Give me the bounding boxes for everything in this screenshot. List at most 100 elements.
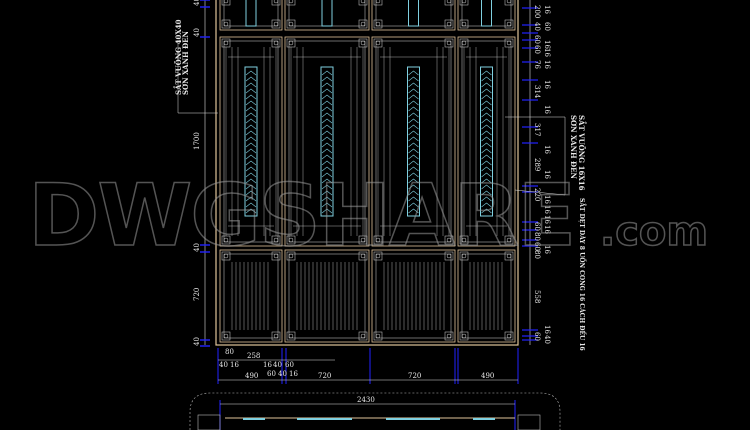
corner-rosette [373, 38, 383, 48]
leaf-motif [481, 184, 492, 190]
leaf-motif [408, 100, 419, 106]
leaf-motif [321, 190, 333, 196]
corner-rosette-circle [375, 333, 381, 339]
leaf-motif [408, 148, 419, 154]
leaf-motif [245, 202, 257, 208]
corner-rosette-circle [273, 0, 279, 4]
corner-rosette [286, 331, 296, 341]
leader-line-left [177, 40, 218, 114]
right-dim: 16 [543, 215, 551, 224]
leaf-motif [245, 124, 257, 130]
leaf-motif [245, 76, 257, 82]
leaf-motif [245, 172, 257, 178]
corner-rosette [271, 331, 281, 341]
corner-rosette-circle [223, 237, 229, 243]
leaf-motif [321, 208, 333, 214]
leaf-motif [245, 178, 257, 184]
panel-frame [219, 0, 283, 31]
corner-rosette [444, 251, 454, 261]
leaf-motif [321, 148, 333, 154]
note-left-material-2: SƠN XANH ĐEN [181, 30, 190, 95]
right-dim: 40 [543, 335, 551, 344]
corner-rosette-circle [288, 333, 294, 339]
right-dim: 60 [543, 22, 551, 31]
leaf-motif [245, 100, 257, 106]
right-dim: 60 [533, 45, 541, 54]
corner-rosette [221, 38, 231, 48]
leaf-motif [321, 106, 333, 112]
panel-frame [284, 249, 370, 343]
leaf-motif [245, 106, 257, 112]
leaf-motif [481, 124, 492, 130]
right-dim: 60 [533, 35, 541, 44]
corner-rosette [271, 0, 281, 6]
left-dim: 40 [193, 0, 201, 6]
panel-inner-frame [375, 253, 452, 339]
right-dim: 16 [543, 245, 551, 254]
leaf-motif [245, 142, 257, 148]
corner-rosette [373, 19, 383, 29]
right-dim: 16 [543, 105, 551, 114]
door-panels [219, 0, 516, 343]
leaf-motif [408, 208, 419, 214]
right-dim: 16 [543, 40, 551, 49]
bottom-dim: 40 [273, 361, 282, 369]
leaf-motif [481, 202, 492, 208]
panel-frame [284, 0, 370, 31]
wall-hatch-left [197, 414, 221, 430]
corner-rosette-circle [360, 21, 366, 27]
corner-rosette [504, 0, 514, 6]
right-dim: 16 [543, 325, 551, 334]
note-right-material-2: SƠN XANH ĐEN [569, 115, 578, 180]
bottom-dim: 490 [481, 372, 494, 380]
panel-inner-frame [288, 40, 366, 243]
leaf-motif [481, 196, 492, 202]
leaf-motif [408, 136, 419, 142]
leaf-motif [245, 190, 257, 196]
leaf-motif [481, 100, 492, 106]
corner-rosette-circle [223, 40, 229, 46]
corner-rosette-circle [288, 0, 294, 4]
corner-rosette [459, 331, 469, 341]
corner-rosette-circle [506, 253, 512, 259]
left-dim: 40 [193, 337, 201, 346]
leaf-motif [481, 106, 492, 112]
right-dim: 40 [533, 22, 541, 31]
leaf-motif [481, 172, 492, 178]
corner-rosette-circle [506, 40, 512, 46]
corner-rosette [373, 331, 383, 341]
bottom-dim: 60 [285, 361, 294, 369]
bottom-dim: 60 [267, 370, 276, 378]
glass-leaf-panel [481, 0, 492, 27]
corner-rosette-circle [461, 21, 467, 27]
leaf-motif [245, 148, 257, 154]
corner-rosette-circle [506, 237, 512, 243]
corner-rosette [459, 19, 469, 29]
leaf-motif [481, 142, 492, 148]
right-dim: 60 [533, 332, 541, 341]
right-dim: 200 [533, 5, 541, 18]
glass-leaf-panel [320, 66, 334, 217]
leaf-motif [321, 94, 333, 100]
leaf-motif [481, 166, 492, 172]
leaf-motif [408, 184, 419, 190]
bottom-dim: 258 [247, 352, 260, 360]
right-dim: 16 [543, 225, 551, 234]
leaf-motif [321, 124, 333, 130]
note-right-material-1: SẮT VUÔNG 16X16 [577, 115, 587, 191]
panel-frame [219, 249, 283, 343]
glass-leaf-panel [480, 66, 493, 217]
right-dim: 16 [543, 5, 551, 14]
panel-inner-frame [375, 0, 452, 27]
corner-rosette [286, 38, 296, 48]
leaf-motif [408, 142, 419, 148]
leaf-motif [408, 178, 419, 184]
note-right-flat-bar: SẮT DẸT DÀY 8 UỐN CONG 16 CÁCH ĐỀU 16 [578, 198, 587, 351]
leaf-motif [245, 130, 257, 136]
leaf-motif [408, 196, 419, 202]
bottom-dim: 720 [318, 372, 331, 380]
corner-rosette-circle [446, 333, 452, 339]
leaf-motif [481, 160, 492, 166]
leaf-motif [481, 154, 492, 160]
corner-rosette [504, 331, 514, 341]
